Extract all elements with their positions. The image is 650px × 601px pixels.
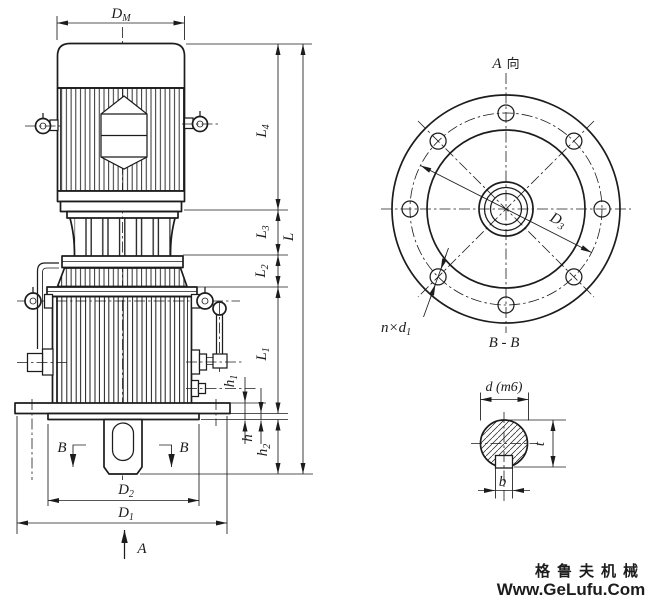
dim-label-l: L [281, 233, 297, 242]
main-dimensions: DM L4 L3 L2 L1 h2 L h1 h D2 D1 [16, 6, 313, 534]
shaft-section: B - B d (m6) t b [471, 335, 566, 501]
gearbox-eyebolt-right [190, 287, 214, 310]
drain-plug [186, 379, 256, 398]
adapter-walls [69, 217, 176, 257]
motor-cap [56, 42, 186, 89]
dim-label-dm: DM [110, 6, 131, 24]
motor-flange-lower [59, 200, 183, 213]
dim-label-d1: D1 [117, 505, 134, 523]
extension-lines-right [140, 43, 313, 475]
motor-flange-upper [56, 190, 186, 203]
dim-line-d3 [420, 165, 592, 253]
ext-b [495, 468, 513, 499]
bolt-holes [401, 104, 611, 314]
extension-lines-bottom [16, 416, 228, 534]
adapter-columns [74, 218, 171, 256]
motor-eyebolt-right [182, 111, 219, 133]
bolt-hole-callout: n×d1 [381, 247, 449, 338]
dim-label-h2: h2 [255, 444, 273, 457]
spigot [47, 412, 200, 421]
dim-label-b: b [499, 474, 507, 490]
dim-label-l4: L4 [254, 124, 272, 138]
shaft-keyway-slot [111, 422, 135, 462]
motor-eyebolt-left [25, 113, 64, 135]
view-arrow-a-label: A [136, 541, 147, 557]
dim-label-h: h [240, 434, 256, 442]
terminal-box-lines [101, 113, 147, 158]
ext-t [508, 419, 566, 468]
watermark: 格鲁夫机械 Www.GeLufu.Com [497, 562, 646, 599]
watermark-url: Www.GeLufu.Com [497, 580, 646, 599]
gearbox-inner-lines [56, 296, 188, 403]
section-line-b-left [69, 444, 86, 467]
dim-label-l3: L3 [254, 225, 272, 239]
dim-label-t: t [532, 441, 548, 446]
motor-body-inner-lines [60, 88, 184, 191]
dim-label-l2: L2 [253, 264, 271, 278]
ext-d [480, 392, 529, 421]
dim-label-d2: D2 [117, 482, 134, 500]
gearbox-ribs [57, 296, 187, 403]
motor-body-outline [56, 87, 186, 192]
section-line-b-right [159, 444, 175, 467]
ext-dm [56, 16, 185, 40]
main-view: B B A [14, 27, 256, 559]
dim-label-d3: D3 [545, 209, 568, 233]
side-plug-right [186, 349, 242, 375]
dim-label-h1: h1 [222, 375, 240, 388]
oil-gauge-nut [212, 353, 228, 369]
section-label-b-left: B [57, 440, 66, 456]
adapter-top-plate [66, 210, 179, 219]
side-plug-left [17, 348, 70, 376]
section-label-b-right: B [179, 440, 188, 456]
dim-label-d: d (m6) [486, 380, 523, 395]
output-shaft [103, 418, 143, 475]
oil-pipe [36, 262, 59, 349]
dim-label-l1: L1 [254, 347, 272, 361]
oil-gauge [212, 301, 228, 372]
ribbed-ring-fins [57, 268, 187, 287]
section-title: B - B [489, 335, 520, 351]
base-plate [14, 402, 231, 415]
bolt-callout-label: n×d1 [381, 320, 411, 338]
watermark-name: 格鲁夫机械 [535, 562, 645, 580]
